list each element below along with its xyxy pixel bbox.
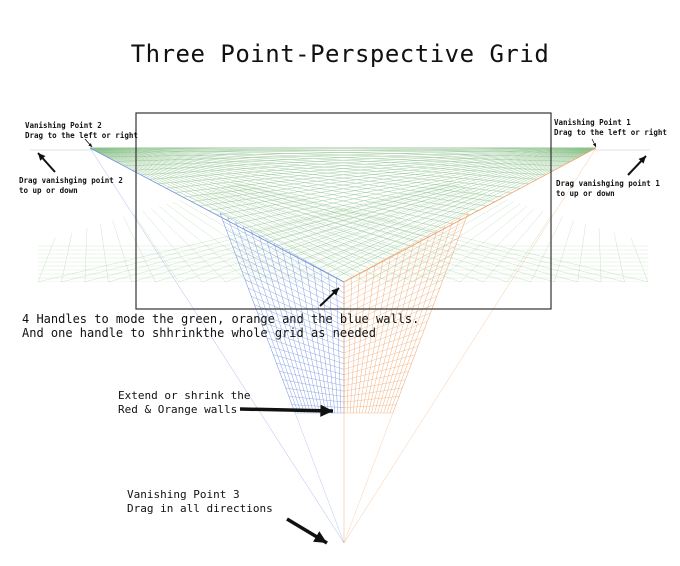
vanishing-point-3-handle[interactable] (340, 539, 348, 547)
arrows (37, 138, 647, 545)
vanishing-point-1-handle[interactable] (593, 145, 599, 151)
corner-handle[interactable] (340, 278, 348, 286)
vp2-label: Vanishing Point 2 Drag to the left or ri… (25, 121, 138, 140)
page-title: Three Point-Perspective Grid (130, 40, 550, 68)
vanishing-point-2-handle[interactable] (87, 145, 93, 151)
vp1-label: Vanishing Point 1 Drag to the left or ri… (554, 118, 667, 137)
vp3-note: Vanishing Point 3 Drag in all directions (127, 488, 273, 515)
ground-grid (38, 150, 648, 282)
vp2-hint: Drag vanishging point 2 to up or down (19, 176, 123, 195)
extend-note: Extend or shrink the Red & Orange walls (118, 389, 251, 416)
vp1-hint: Drag vanishging point 1 to up or down (556, 179, 660, 198)
green-wall-grid (89, 147, 597, 283)
grid-frame (135, 112, 552, 310)
bottom-extend-handle[interactable] (340, 409, 348, 417)
vp3-construction-lines (219, 212, 469, 544)
orange-wall-grid (343, 147, 597, 544)
handles-note: 4 Handles to mode the green, orange and … (22, 312, 420, 340)
